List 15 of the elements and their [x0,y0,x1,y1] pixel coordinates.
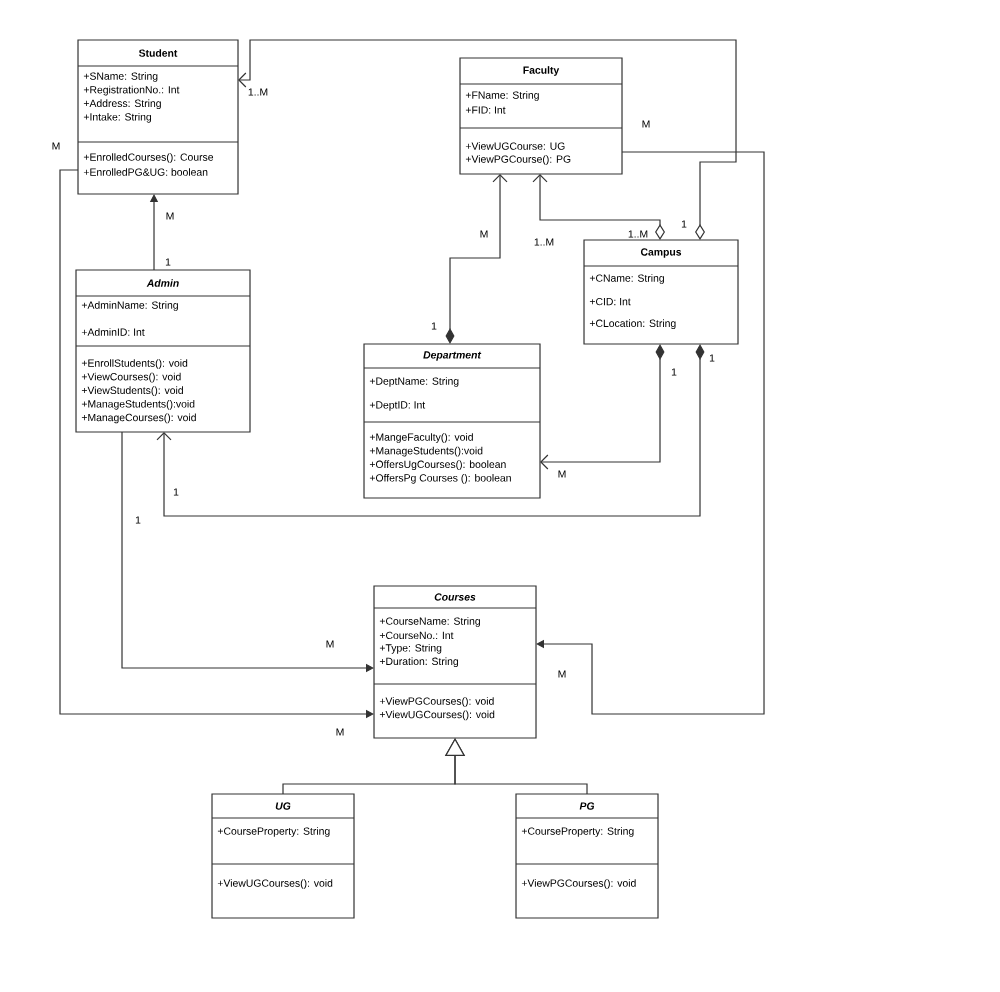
class-box [515,793,659,919]
inheritance-arrow [444,738,588,795]
class-box [211,793,355,919]
class-box [373,585,537,739]
association-arrow [156,344,705,517]
arrow [536,151,765,715]
class-box [459,57,623,175]
class-box [77,39,239,195]
class-box [363,343,541,499]
class-box [583,239,739,345]
association-arrow [445,174,508,344]
association-arrow [238,39,737,240]
association-arrow [540,344,665,470]
association-arrow [532,174,665,240]
class-box [75,269,251,433]
